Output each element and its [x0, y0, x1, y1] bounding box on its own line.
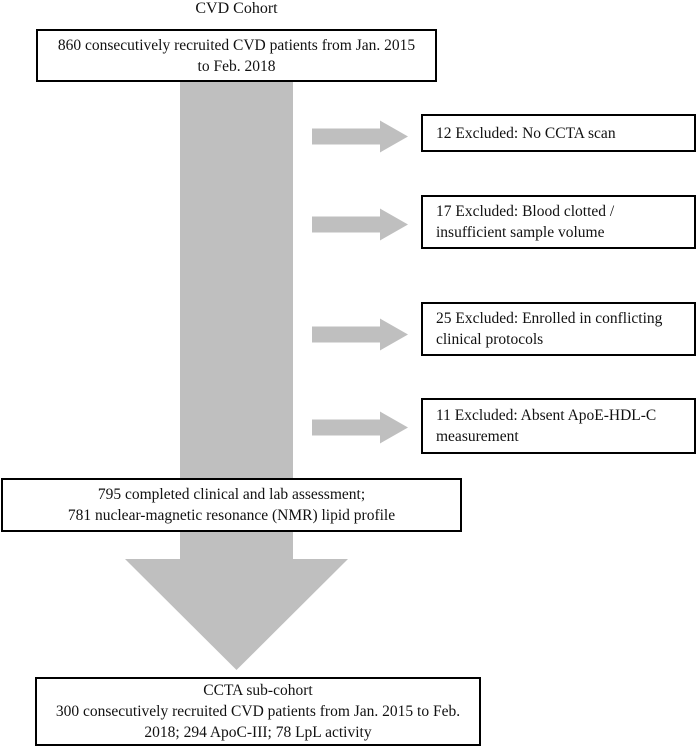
exclusion-box-no-ccta: 12 Excluded: No CCTA scan [421, 114, 696, 152]
exclusion-box-absent-apoe-hdl-c: 11 Excluded: Absent ApoE-HDL-C measureme… [421, 398, 696, 454]
recruited-patients-box: 860 consecutively recruited CVD patients… [36, 29, 437, 82]
assessment-text: 795 completed clinical and lab assessmen… [67, 486, 396, 524]
subcohort-box: CCTA sub-cohort 300 consecutively recrui… [35, 677, 481, 746]
main-down-arrow-head-icon [125, 559, 348, 670]
exclusion-arrow-right-icon-4 [312, 411, 408, 444]
recruited-patients-text: 860 consecutively recruited CVD patients… [57, 36, 416, 75]
exclusion-box-conflicting-protocols: 25 Excluded: Enrolled in conflicting cli… [421, 302, 696, 356]
exclusion-arrow-right-icon-1 [312, 120, 408, 153]
diagram-title: CVD Cohort [195, 0, 278, 17]
exclusion-text: 11 Excluded: Absent ApoE-HDL-C measureme… [436, 407, 657, 445]
exclusion-arrow-right-icon-2 [312, 208, 408, 241]
exclusion-box-blood-clotted: 17 Excluded: Blood clotted / insufficien… [421, 195, 696, 249]
exclusion-text: 25 Excluded: Enrolled in conflicting cli… [436, 310, 663, 348]
exclusion-text: 12 Excluded: No CCTA scan [436, 124, 616, 142]
assessment-box: 795 completed clinical and lab assessmen… [1, 478, 462, 532]
exclusion-arrow-right-icon-3 [312, 318, 408, 351]
exclusion-text: 17 Excluded: Blood clotted / insufficien… [436, 203, 615, 241]
subcohort-text: CCTA sub-cohort 300 consecutively recrui… [55, 682, 461, 741]
